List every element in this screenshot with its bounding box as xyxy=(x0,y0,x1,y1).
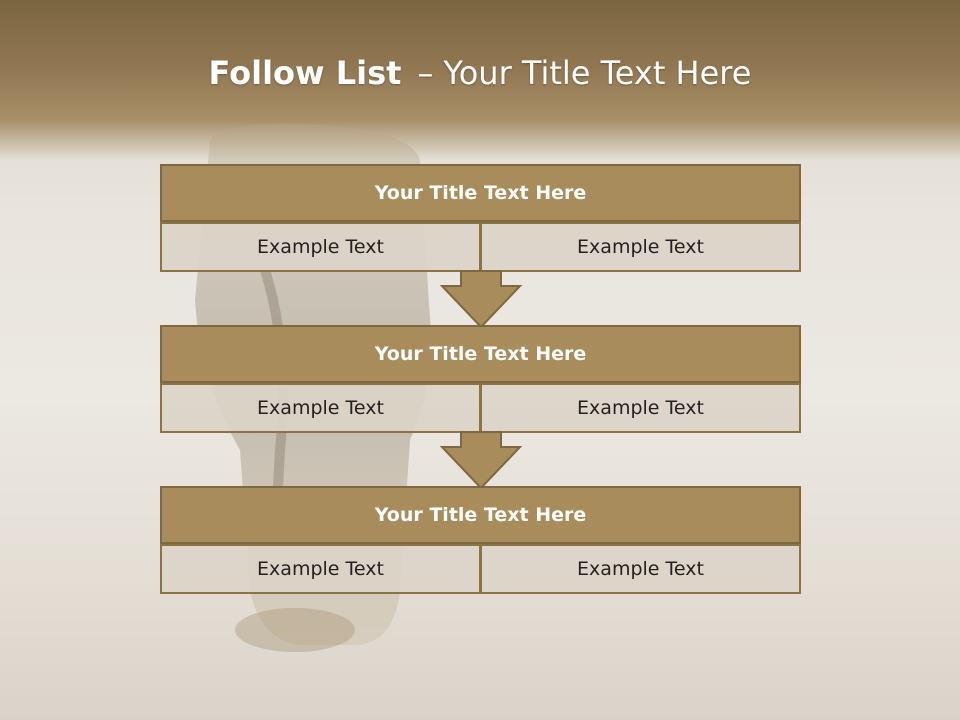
step-title: Your Title Text Here xyxy=(160,325,801,383)
step-text-left: Example Text xyxy=(160,383,481,433)
step-block-2: Your Title Text Here Example Text Exampl… xyxy=(160,325,801,433)
page-title: Follow List–Your Title Text Here xyxy=(0,54,960,92)
down-arrow-icon xyxy=(439,270,523,328)
step-title: Your Title Text Here xyxy=(160,164,801,222)
step-text-right: Example Text xyxy=(480,383,801,433)
step-title: Your Title Text Here xyxy=(160,486,801,544)
title-bold-part: Follow List xyxy=(208,54,402,92)
step-block-1: Your Title Text Here Example Text Exampl… xyxy=(160,164,801,272)
down-arrow-icon xyxy=(439,431,523,489)
title-dash: – xyxy=(417,54,434,92)
step-text-right: Example Text xyxy=(480,544,801,594)
step-text-right: Example Text xyxy=(480,222,801,272)
step-text-left: Example Text xyxy=(160,222,481,272)
step-text-left: Example Text xyxy=(160,544,481,594)
header-band xyxy=(0,0,960,160)
step-block-3: Your Title Text Here Example Text Exampl… xyxy=(160,486,801,594)
title-subtitle-part: Your Title Text Here xyxy=(443,54,752,92)
